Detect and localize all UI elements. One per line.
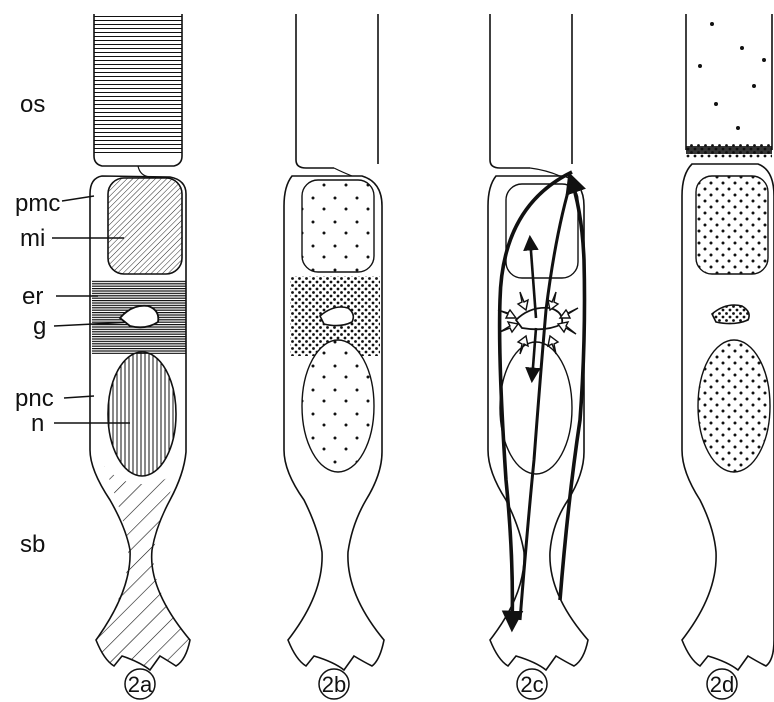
svg-text:2c: 2c <box>520 672 543 697</box>
outer-segment-dots-2d <box>698 22 766 130</box>
cell-2c <box>488 14 588 670</box>
outer-segment-2a <box>94 14 182 156</box>
label-pnc: pnc <box>15 385 54 412</box>
panel-label-2d: 2d <box>707 669 737 699</box>
panel-label-2c: 2c <box>517 669 547 699</box>
cell-2a <box>90 14 190 670</box>
svg-text:2d: 2d <box>710 672 734 697</box>
label-os: os <box>20 91 45 118</box>
cell-2d <box>682 14 774 670</box>
label-sb: sb <box>20 531 45 558</box>
label-er: er <box>22 283 43 310</box>
nucleus-2a <box>108 352 176 476</box>
label-g: g <box>33 313 46 340</box>
label-mi: mi <box>20 225 45 252</box>
mitochondria-2a <box>108 178 182 274</box>
panel-label-2a: 2a <box>125 669 155 699</box>
label-n: n <box>31 410 44 437</box>
label-pmc: pmc <box>15 190 60 217</box>
cell-2b <box>284 14 384 670</box>
svg-text:2b: 2b <box>322 672 346 697</box>
svg-text:2a: 2a <box>128 672 153 697</box>
panel-label-2b: 2b <box>319 669 349 699</box>
